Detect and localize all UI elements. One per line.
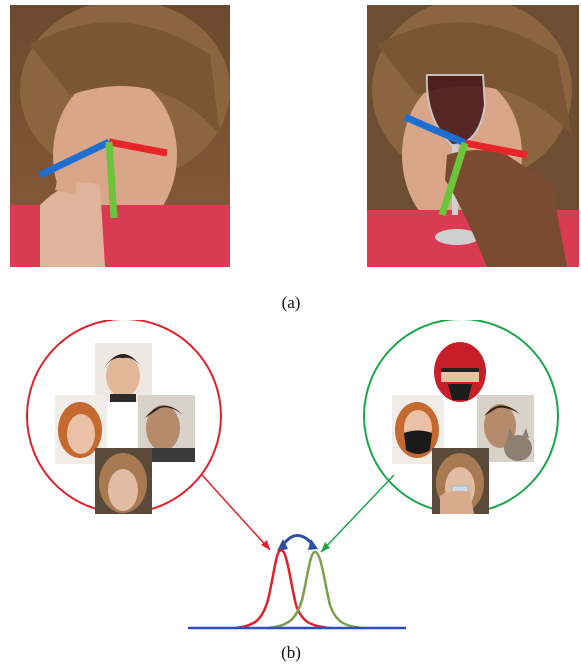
left-to-distribution-arrow [201,474,271,551]
pose-axis-y [105,141,118,219]
face-brown-haired-woman [95,448,152,514]
pose-axis-x [464,139,528,159]
panel-b: (b) [0,320,581,672]
face-photo-left [10,5,230,267]
face-with-hand-and-glass [432,448,489,514]
panel-a: (a) [0,0,581,320]
face-with-cat [477,395,534,462]
face-photo-right [367,5,579,267]
occluded-distribution-curve [267,550,363,630]
distribution-shift-arrow [277,534,318,551]
clean-distribution-curve [234,548,331,630]
pose-axis-z [38,138,111,179]
face-young-man [95,343,152,402]
right-to-distribution-arrow [320,474,395,553]
pose-axis-x [108,138,168,157]
pose-axis-z [403,113,467,147]
caption-a: (a) [281,293,301,312]
pose-axis-y [438,141,469,217]
face-with-helmet [432,342,489,403]
caption-b: (b) [281,643,301,662]
